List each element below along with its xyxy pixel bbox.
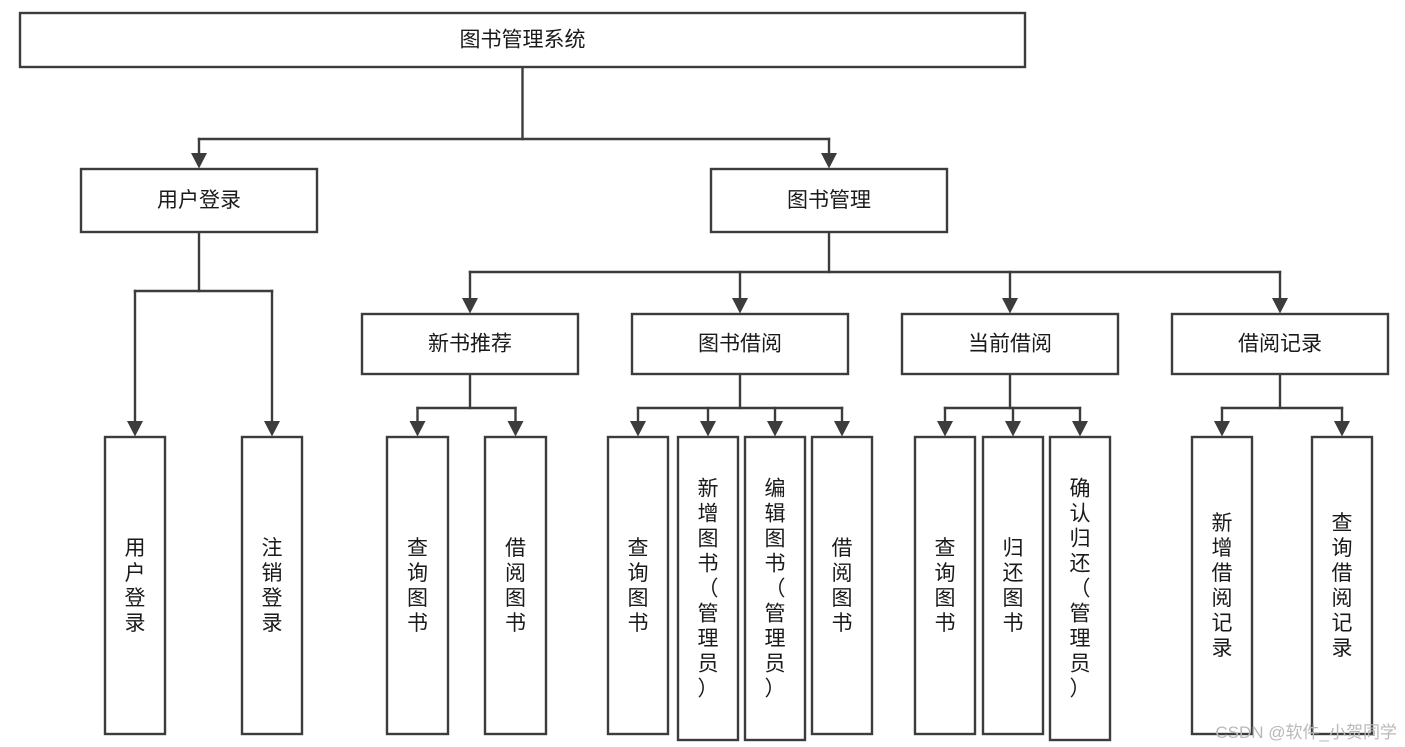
node-l2-book-manage[interactable]: 图书管理 (709, 167, 949, 234)
node-box[interactable] (913, 435, 977, 736)
node-leaf-rec-query-book[interactable]: 查询图书 (385, 435, 450, 736)
node-box[interactable] (360, 312, 580, 376)
node-label: 借阅图书 (832, 537, 853, 635)
arrowhead-icon (264, 421, 280, 437)
arrowhead-icon (630, 421, 646, 437)
node-l3-current-borrow[interactable]: 当前借阅 (900, 312, 1120, 376)
arrowhead-icon (700, 421, 716, 437)
arrowhead-icon (409, 421, 426, 437)
arrowhead-icon (462, 298, 478, 314)
node-box[interactable] (103, 435, 167, 736)
node-box[interactable] (900, 312, 1120, 376)
node-leaf-logout[interactable]: 注销登录 (240, 435, 304, 736)
edge-group-l3_new_book_rec (409, 372, 524, 437)
edge-group-l3_current_borrow (937, 372, 1088, 437)
node-label: 查询图书 (628, 537, 649, 635)
node-leaf-return-book[interactable]: 归还图书 (981, 435, 1045, 736)
node-label: 注销登录 (262, 537, 283, 635)
node-box[interactable] (1170, 312, 1390, 376)
node-label: 图书管理 (787, 189, 871, 212)
node-l3-new-book-rec[interactable]: 新书推荐 (360, 312, 580, 376)
edge-group-l3_borrow_record (1214, 372, 1350, 437)
node-leaf-add-book[interactable]: 新增图书（管理员） (676, 435, 740, 742)
edge-group-root (191, 65, 837, 169)
node-box[interactable] (1048, 435, 1112, 742)
arrowhead-icon (1005, 421, 1021, 437)
nodes-layer: 图书管理系统用户登录图书管理新书推荐图书借阅当前借阅借阅记录用户登录注销登录查询… (18, 11, 1390, 742)
arrowhead-icon (821, 153, 837, 169)
node-box[interactable] (18, 11, 1027, 69)
node-box[interactable] (743, 435, 807, 742)
arrowhead-icon (937, 421, 953, 437)
node-box[interactable] (79, 167, 319, 234)
arrowhead-icon (127, 421, 143, 437)
node-leaf-rec-borrow-book[interactable]: 借阅图书 (483, 435, 548, 736)
node-label: 借阅记录 (1238, 333, 1322, 356)
node-box[interactable] (606, 435, 670, 736)
node-label: 查询图书 (935, 537, 956, 635)
arrowhead-icon (732, 298, 748, 314)
node-label: 编辑图书（管理员） (765, 478, 786, 701)
node-leaf-borrow-book[interactable]: 借阅图书 (810, 435, 874, 736)
arrowhead-icon (1272, 298, 1288, 314)
node-box[interactable] (630, 312, 850, 376)
node-leaf-confirm-return[interactable]: 确认归还（管理员） (1048, 435, 1112, 742)
node-leaf-add-record[interactable]: 新增借阅记录 (1190, 435, 1254, 736)
node-label: 查询借阅记录 (1332, 512, 1353, 660)
node-label: 查询图书 (407, 537, 428, 635)
edge-group-l3_book_borrow (630, 372, 850, 437)
edge-group-l2_user_login (127, 230, 280, 437)
node-label: 图书借阅 (698, 333, 782, 356)
node-box[interactable] (385, 435, 450, 736)
arrowhead-icon (1334, 421, 1350, 437)
node-label: 当前借阅 (968, 333, 1052, 356)
node-leaf-borrow-query-book[interactable]: 查询图书 (606, 435, 670, 736)
arrowhead-icon (1072, 421, 1088, 437)
node-label: 借阅图书 (505, 537, 526, 635)
node-l3-book-borrow[interactable]: 图书借阅 (630, 312, 850, 376)
node-box[interactable] (709, 167, 949, 234)
node-l3-borrow-record[interactable]: 借阅记录 (1170, 312, 1390, 376)
node-leaf-query-record[interactable]: 查询借阅记录 (1310, 435, 1374, 736)
node-box[interactable] (1310, 435, 1374, 736)
node-root[interactable]: 图书管理系统 (18, 11, 1027, 69)
node-label: 用户登录 (125, 537, 146, 635)
edge-group-l2_book_manage (462, 230, 1288, 314)
node-label: 确认归还（管理员） (1070, 478, 1091, 701)
node-leaf-user-login[interactable]: 用户登录 (103, 435, 167, 736)
arrowhead-icon (507, 421, 524, 437)
node-box[interactable] (1190, 435, 1254, 736)
node-label: 归还图书 (1003, 537, 1024, 635)
edges-layer (127, 65, 1350, 437)
node-leaf-edit-book[interactable]: 编辑图书（管理员） (743, 435, 807, 742)
node-leaf-cur-query-book[interactable]: 查询图书 (913, 435, 977, 736)
node-label: 新增借阅记录 (1212, 512, 1233, 660)
node-label: 用户登录 (157, 189, 241, 212)
node-box[interactable] (810, 435, 874, 736)
node-box[interactable] (981, 435, 1045, 736)
node-box[interactable] (676, 435, 740, 742)
node-label: 图书管理系统 (460, 29, 586, 52)
arrowhead-icon (1002, 298, 1018, 314)
node-box[interactable] (483, 435, 548, 736)
node-l2-user-login[interactable]: 用户登录 (79, 167, 319, 234)
node-label: 新增图书（管理员） (698, 478, 719, 701)
node-label: 新书推荐 (428, 333, 512, 356)
arrowhead-icon (191, 153, 207, 169)
arrowhead-icon (1214, 421, 1230, 437)
arrowhead-icon (767, 421, 783, 437)
arrowhead-icon (834, 421, 850, 437)
node-box[interactable] (240, 435, 304, 736)
